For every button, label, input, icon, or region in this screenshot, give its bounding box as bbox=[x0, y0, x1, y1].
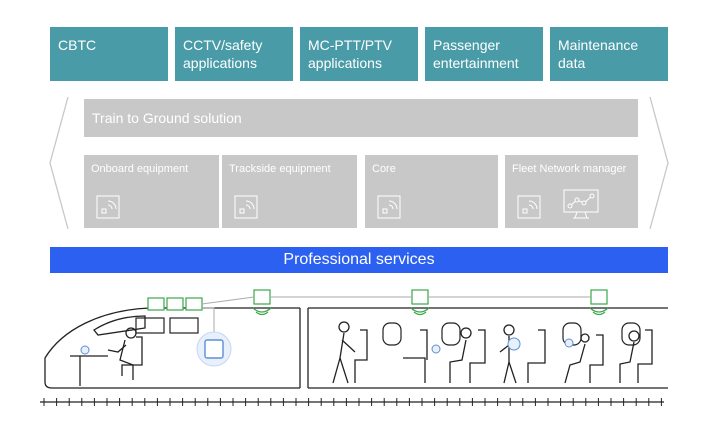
passenger-figure bbox=[619, 329, 653, 383]
wireless-device-icon bbox=[96, 195, 120, 219]
network-links bbox=[201, 296, 591, 336]
train-illustration bbox=[40, 289, 668, 406]
module-trackside-equipment: Trackside equipment bbox=[222, 155, 357, 228]
app-box-passenger-entertainment: Passenger entertainment bbox=[425, 27, 543, 81]
monitor-network-icon bbox=[563, 189, 599, 219]
module-label: Trackside equipment bbox=[229, 163, 331, 175]
front-window bbox=[169, 317, 199, 334]
train-to-ground-bar: Train to Ground solution bbox=[84, 99, 638, 137]
passenger-figure bbox=[449, 327, 486, 383]
module-label: Core bbox=[372, 163, 396, 175]
front-car bbox=[44, 307, 301, 389]
wireless-device-icon bbox=[517, 195, 541, 219]
cabin-window bbox=[382, 322, 402, 346]
passenger-device bbox=[564, 338, 574, 348]
app-box-maintenance-data: Maintenance data bbox=[550, 27, 668, 81]
module-fleet-network-manager: Fleet Network manager bbox=[505, 155, 638, 228]
module-onboard-equipment: Onboard equipment bbox=[84, 155, 219, 228]
rear-car bbox=[307, 307, 668, 389]
onboard-wireless-unit bbox=[196, 331, 232, 367]
solution-bracket bbox=[49, 96, 669, 230]
front-window bbox=[135, 317, 165, 334]
onboard-network-equipment bbox=[147, 289, 608, 311]
driver-console-light bbox=[80, 345, 90, 355]
app-box-cctv: CCTV/safety applications bbox=[175, 27, 293, 81]
passenger-figure bbox=[332, 321, 368, 384]
staff-figure bbox=[499, 324, 546, 384]
staff-device bbox=[507, 337, 521, 351]
app-box-cbtc: CBTC bbox=[50, 27, 168, 81]
wireless-device-icon bbox=[377, 195, 401, 219]
wireless-device-icon bbox=[234, 195, 258, 219]
wifi-signal-icon bbox=[252, 307, 609, 316]
track-ties bbox=[43, 398, 662, 406]
cabin-window bbox=[441, 322, 461, 346]
module-label: Onboard equipment bbox=[91, 163, 189, 175]
module-label: Fleet Network manager bbox=[512, 163, 627, 175]
app-box-mcptt: MC-PTT/PTV applications bbox=[300, 27, 418, 81]
professional-services-bar: Professional services bbox=[50, 247, 668, 273]
driver-figure bbox=[70, 327, 143, 386]
passenger-figure bbox=[403, 329, 441, 383]
cabin-window bbox=[621, 322, 641, 346]
passenger-figure bbox=[564, 333, 604, 384]
module-core: Core bbox=[365, 155, 498, 228]
